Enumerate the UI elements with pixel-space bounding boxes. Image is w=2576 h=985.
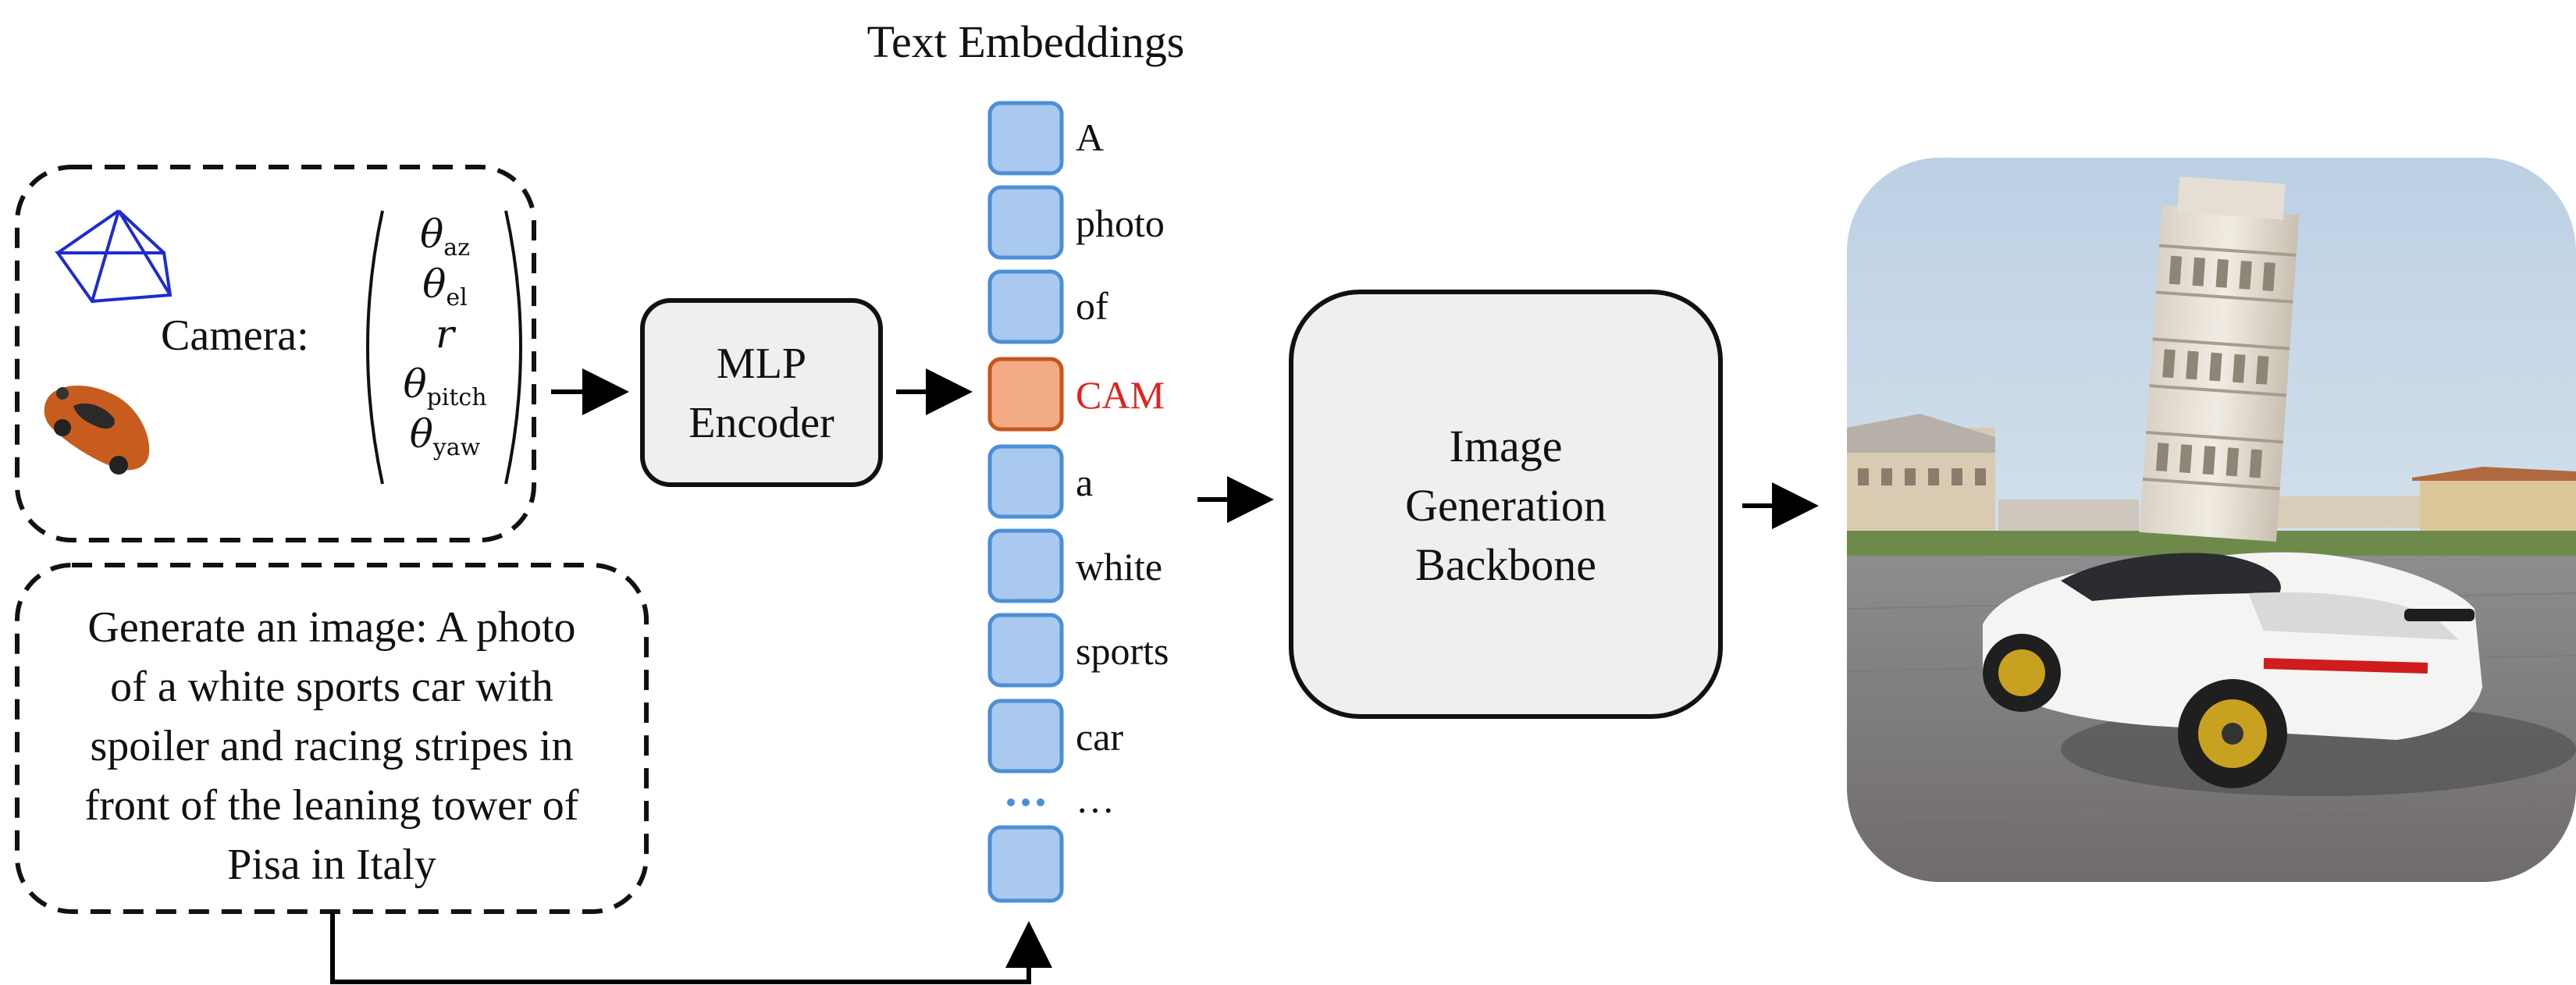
prompt-text: Generate an image: A photo of a white sp…: [17, 598, 646, 894]
camera-param-r: r: [375, 311, 515, 357]
mlp-encoder-line1: MLP: [716, 340, 807, 388]
param-right-paren: [504, 210, 522, 485]
backbone-box: [1289, 290, 1723, 719]
mlp-encoder-box: [640, 298, 883, 487]
param-symbol: θ: [409, 411, 433, 457]
prompt-line: of a white sports car with: [110, 663, 553, 711]
backbone-line2: Generation: [1405, 480, 1606, 531]
token-box: [987, 101, 1064, 176]
output-image: [1847, 158, 2576, 882]
camera-param-az: θaz: [375, 211, 515, 272]
mlp-encoder-label: MLP Encoder: [642, 334, 881, 453]
token-box: [987, 444, 1064, 519]
token-box: [987, 269, 1064, 344]
token-column: [987, 101, 1064, 903]
backbone-line3: Backbone: [1415, 539, 1596, 590]
param-symbol: r: [436, 311, 454, 357]
camera-param-el: θel: [375, 261, 515, 322]
token-box: [987, 613, 1064, 688]
camera-param-pitch: θpitch: [375, 361, 515, 421]
camera-label: Camera:: [161, 311, 309, 360]
arrow-prompt-to-tokens: [330, 913, 1052, 984]
token-box: [987, 825, 1064, 903]
prompt-line: spoiler and racing stripes in: [90, 722, 574, 770]
camera-input-box: [15, 165, 536, 542]
token-box: [987, 699, 1064, 773]
token-ellipsis-label: …: [1076, 777, 1115, 821]
token-box: [987, 528, 1064, 603]
param-subscript: el: [446, 284, 468, 311]
camera-param-yaw: θyaw: [375, 411, 515, 471]
token-label: photo: [1076, 201, 1165, 245]
camera-frustum-icon: [55, 209, 173, 304]
param-subscript: yaw: [432, 434, 481, 461]
prompt-line: Generate an image: A photo: [87, 603, 576, 652]
token-box: [987, 185, 1064, 260]
token-label: of: [1076, 284, 1108, 328]
token-label: white: [1076, 545, 1163, 589]
param-left-paren: [366, 210, 384, 485]
token-label: car: [1076, 715, 1124, 759]
param-symbol: θ: [403, 361, 427, 407]
backbone-line1: Image: [1449, 421, 1563, 471]
mlp-encoder-line2: Encoder: [688, 399, 834, 447]
cam-token-box: [987, 357, 1064, 432]
backbone-label: Image Generation Backbone: [1291, 417, 1720, 595]
param-subscript: pitch: [426, 384, 487, 411]
cam-token-label: CAM: [1076, 373, 1165, 417]
prompt-line: front of the leaning tower of: [84, 781, 579, 830]
car-model-icon: [44, 386, 150, 475]
param-subscript: az: [443, 234, 470, 261]
param-symbol: θ: [422, 261, 447, 307]
prompt-input-box: [15, 563, 649, 914]
token-ellipsis-dots: [1007, 798, 1044, 806]
token-label: a: [1076, 460, 1094, 504]
token-label: sports: [1076, 629, 1169, 673]
token-label: A: [1076, 116, 1105, 159]
prompt-line: Pisa in Italy: [227, 841, 436, 889]
param-symbol: θ: [420, 212, 444, 257]
diagram-title: Text Embeddings: [866, 16, 1185, 67]
